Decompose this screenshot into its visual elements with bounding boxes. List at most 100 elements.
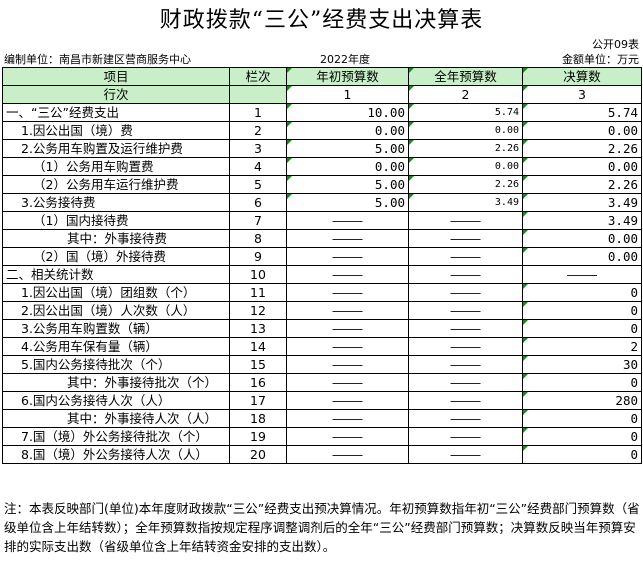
row-final-account: 2 bbox=[522, 337, 642, 356]
table-row: 8.国（境）外公务接待人次（人）20————————0 bbox=[2, 445, 642, 464]
row-line-number: 10 bbox=[229, 265, 287, 284]
row-item-name: 1.因公出国（境）团组数（个） bbox=[2, 283, 230, 302]
row-initial-budget: 5.00 bbox=[286, 175, 409, 194]
row-item-name: （2）国（境）外接待费 bbox=[2, 247, 230, 266]
row-full-year-budget: ———— bbox=[408, 265, 523, 284]
header-col-number-2: 2 bbox=[408, 85, 523, 104]
row-initial-budget: ———— bbox=[286, 247, 409, 266]
row-line-number: 4 bbox=[229, 157, 287, 176]
row-initial-budget: ———— bbox=[286, 301, 409, 320]
row-line-number: 7 bbox=[229, 211, 287, 230]
header-initial-budget: 年初预算数 bbox=[286, 67, 409, 86]
row-initial-budget: 5.00 bbox=[286, 193, 409, 212]
row-line-number: 5 bbox=[229, 175, 287, 194]
row-item-name: 其中：外事接待费 bbox=[2, 229, 230, 248]
reporting-unit: 编制单位：南昌市新建区营商服务中心 bbox=[4, 53, 191, 66]
row-full-year-budget: ———— bbox=[408, 427, 523, 446]
row-line-number: 15 bbox=[229, 355, 287, 374]
row-full-year-budget: ———— bbox=[408, 355, 523, 374]
row-full-year-budget: ———— bbox=[408, 301, 523, 320]
row-item-name: 一、“三公”经费支出 bbox=[2, 103, 230, 122]
row-final-account: 0 bbox=[522, 283, 642, 302]
row-initial-budget: 10.00 bbox=[286, 103, 409, 122]
row-full-year-budget: ———— bbox=[408, 283, 523, 302]
row-item-name: 1.因公出国（境）费 bbox=[2, 121, 230, 140]
row-full-year-budget: ———— bbox=[408, 211, 523, 230]
row-initial-budget: ———— bbox=[286, 319, 409, 338]
amount-unit: 金额单位：万元 bbox=[562, 53, 639, 66]
row-line-number: 12 bbox=[229, 301, 287, 320]
row-initial-budget: ———— bbox=[286, 445, 409, 464]
row-initial-budget: ———— bbox=[286, 391, 409, 410]
row-initial-budget: ———— bbox=[286, 373, 409, 392]
fiscal-year: 2022年度 bbox=[320, 53, 370, 66]
row-full-year-budget: 2.26 bbox=[408, 175, 523, 194]
row-full-year-budget: ———— bbox=[408, 247, 523, 266]
row-initial-budget: 0.00 bbox=[286, 157, 409, 176]
row-line-number: 20 bbox=[229, 445, 287, 464]
row-item-name: 5.国内公务接待批次（个） bbox=[2, 355, 230, 374]
row-item-name: 其中：外事接待人次（人） bbox=[2, 409, 230, 428]
row-final-account: 0.00 bbox=[522, 229, 642, 248]
table-row: 3.公务用车购置数（辆）13————————0 bbox=[2, 319, 642, 338]
row-full-year-budget: ———— bbox=[408, 409, 523, 428]
row-line-number: 9 bbox=[229, 247, 287, 266]
row-initial-budget: ———— bbox=[286, 229, 409, 248]
row-item-name: 7.国（境）外公务接待批次（个） bbox=[2, 427, 230, 446]
row-line-number: 11 bbox=[229, 283, 287, 302]
row-full-year-budget: ———— bbox=[408, 373, 523, 392]
row-item-name: 2.因公出国（境）人次数（人） bbox=[2, 301, 230, 320]
row-line-number: 13 bbox=[229, 319, 287, 338]
row-line-number: 1 bbox=[229, 103, 287, 122]
row-line-number: 16 bbox=[229, 373, 287, 392]
row-item-name: 3.公务用车购置数（辆） bbox=[2, 319, 230, 338]
table-row: 其中：外事接待批次（个）16————————0 bbox=[2, 373, 642, 392]
row-final-account: 0.00 bbox=[522, 121, 642, 140]
row-line-number: 14 bbox=[229, 337, 287, 356]
row-item-name: 6.国内公务接待人次（人） bbox=[2, 391, 230, 410]
header-number-row: 行次 1 2 3 bbox=[2, 85, 642, 104]
header-item: 项目 bbox=[2, 67, 230, 86]
row-item-name: 二、相关统计数 bbox=[2, 265, 230, 284]
row-final-account: 0 bbox=[522, 373, 642, 392]
header-line: 栏次 bbox=[229, 67, 287, 86]
row-item-name: 其中：外事接待批次（个） bbox=[2, 373, 230, 392]
row-item-name: 3.公务接待费 bbox=[2, 193, 230, 212]
row-initial-budget: ———— bbox=[286, 211, 409, 230]
table-row: 4.公务用车保有量（辆）14————————2 bbox=[2, 337, 642, 356]
row-initial-budget: ———— bbox=[286, 409, 409, 428]
footnote: 注：本表反映部门(单位)本年度财政拨款“三公”经费支出预决算情况。年初预算数指年… bbox=[4, 501, 640, 554]
row-item-name: 8.国（境）外公务接待人次（人） bbox=[2, 445, 230, 464]
row-full-year-budget: ———— bbox=[408, 445, 523, 464]
row-final-account: 0.00 bbox=[522, 247, 642, 266]
row-full-year-budget: ———— bbox=[408, 319, 523, 338]
table-row: 7.国（境）外公务接待批次（个）19————————0 bbox=[2, 427, 642, 446]
row-full-year-budget: 3.49 bbox=[408, 193, 523, 212]
form-code: 公开09表 bbox=[592, 38, 639, 51]
row-full-year-budget: 2.26 bbox=[408, 139, 523, 158]
header-row: 项目 栏次 年初预算数 全年预算数 决算数 bbox=[2, 67, 642, 86]
row-line-number: 18 bbox=[229, 409, 287, 428]
header-line-blank bbox=[229, 85, 287, 104]
row-final-account: 3.49 bbox=[522, 211, 642, 230]
row-final-account: 3.49 bbox=[522, 193, 642, 212]
row-final-account: 0 bbox=[522, 445, 642, 464]
row-final-account: 30 bbox=[522, 355, 642, 374]
row-initial-budget: ———— bbox=[286, 355, 409, 374]
row-final-account: 0 bbox=[522, 427, 642, 446]
header-col-number-3: 3 bbox=[522, 85, 642, 104]
row-final-account: 0 bbox=[522, 319, 642, 338]
row-item-name: （1）国内接待费 bbox=[2, 211, 230, 230]
row-line-number: 19 bbox=[229, 427, 287, 446]
expenditure-table: 项目 栏次 年初预算数 全年预算数 决算数 行次 1 2 3 一、“三公”经费支… bbox=[2, 67, 642, 464]
row-final-account: 0.00 bbox=[522, 157, 642, 176]
row-final-account: 0 bbox=[522, 301, 642, 320]
row-item-name: 4.公务用车保有量（辆） bbox=[2, 337, 230, 356]
